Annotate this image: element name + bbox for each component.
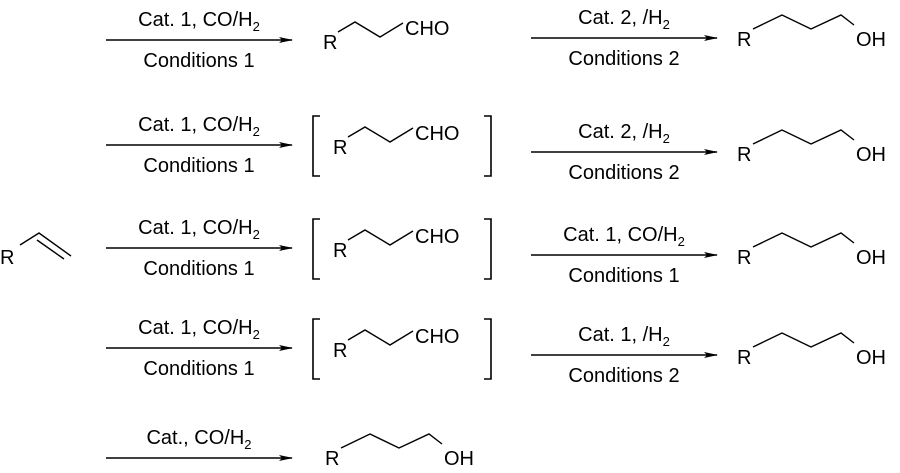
product-oh-label: OH bbox=[856, 144, 886, 166]
product-oh-label: OH bbox=[856, 347, 886, 369]
alkene-double-bond bbox=[36, 239, 65, 260]
product-r-label: R bbox=[737, 247, 751, 269]
step1-conditions-label: Conditions 1 bbox=[143, 155, 254, 177]
intermediate-r-label: R bbox=[323, 32, 337, 54]
step1-reagent-label: Cat. 1, CO/H2 bbox=[138, 114, 260, 139]
step1-reagent-label: Cat. 1, CO/H2 bbox=[138, 317, 260, 342]
step1-conditions-label: Conditions 1 bbox=[143, 358, 254, 380]
left-bracket bbox=[312, 218, 320, 280]
direct-step-reagent-label: Cat., CO/H2 bbox=[146, 427, 251, 452]
step1-reagent-label: Cat. 1, CO/H2 bbox=[138, 9, 260, 34]
direct-product-oh-label: OH bbox=[444, 448, 474, 470]
right-bracket bbox=[484, 218, 492, 280]
left-bracket bbox=[312, 115, 320, 177]
intermediate-r-label: R bbox=[333, 137, 347, 159]
intermediate-cho-label: CHO bbox=[415, 226, 459, 248]
product-chain-bond bbox=[752, 232, 855, 248]
step2-conditions-label: Conditions 1 bbox=[568, 265, 679, 287]
intermediate-chain-bond bbox=[337, 21, 404, 38]
product-chain-bond bbox=[752, 332, 855, 348]
product-oh-label: OH bbox=[856, 29, 886, 51]
starting-r-label: R bbox=[0, 247, 14, 269]
step1-reagent-label: Cat. 1, CO/H2 bbox=[138, 217, 260, 242]
intermediate-r-label: R bbox=[333, 240, 347, 262]
step2-conditions-label: Conditions 2 bbox=[568, 162, 679, 184]
product-r-label: R bbox=[737, 144, 751, 166]
direct-product-r-label: R bbox=[325, 448, 339, 470]
product-r-label: R bbox=[737, 347, 751, 369]
step2-reagent-label: Cat. 2, /H2 bbox=[578, 121, 670, 146]
intermediate-chain-bond bbox=[347, 229, 414, 246]
intermediate-cho-label: CHO bbox=[415, 326, 459, 348]
direct-product-chain-bond bbox=[340, 433, 443, 449]
step1-conditions-label: Conditions 1 bbox=[143, 50, 254, 72]
step2-reagent-label: Cat. 2, /H2 bbox=[578, 7, 670, 32]
intermediate-cho-label: CHO bbox=[415, 123, 459, 145]
product-r-label: R bbox=[737, 29, 751, 51]
product-oh-label: OH bbox=[856, 247, 886, 269]
product-chain-bond bbox=[752, 129, 855, 145]
step2-reagent-label: Cat. 1, /H2 bbox=[578, 324, 670, 349]
intermediate-cho-label: CHO bbox=[405, 18, 449, 40]
starting-alkene: R bbox=[0, 232, 72, 269]
step2-conditions-label: Conditions 2 bbox=[568, 48, 679, 70]
alkene-bond bbox=[19, 232, 72, 257]
right-bracket bbox=[484, 318, 492, 380]
right-bracket bbox=[484, 115, 492, 177]
intermediate-chain-bond bbox=[347, 126, 414, 143]
step1-conditions-label: Conditions 1 bbox=[143, 258, 254, 280]
left-bracket bbox=[312, 318, 320, 380]
direct-reaction-row: Cat., CO/H2R OH bbox=[106, 427, 474, 470]
intermediate-r-label: R bbox=[333, 340, 347, 362]
product-chain-bond bbox=[752, 14, 855, 30]
step2-reagent-label: Cat. 1, CO/H2 bbox=[563, 224, 685, 249]
intermediate-chain-bond bbox=[347, 329, 414, 346]
step2-conditions-label: Conditions 2 bbox=[568, 365, 679, 387]
